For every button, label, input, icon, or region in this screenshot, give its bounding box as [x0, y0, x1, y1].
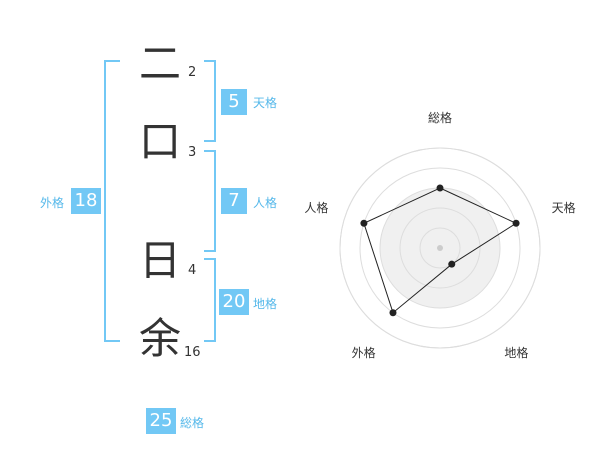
radar-ring-4	[359, 167, 521, 329]
stroke-count-3: 4	[188, 263, 197, 278]
radar-point-5	[360, 219, 368, 227]
radar-axis-label-5: 人格	[304, 200, 328, 215]
chikaku-bracket	[204, 258, 216, 342]
chikaku-label: 地格	[253, 297, 278, 311]
radar-point-3	[448, 260, 456, 268]
soukaku-value: 25	[146, 408, 176, 434]
name-char-1: 二	[138, 39, 181, 88]
radar-point-2	[512, 219, 520, 227]
radar-points	[360, 184, 520, 317]
tenkaku-label: 天格	[253, 96, 278, 110]
radar-point-4	[389, 309, 397, 317]
radar-axis-label-3: 地格	[504, 345, 528, 360]
soukaku-label: 総格	[180, 416, 205, 430]
radar-axis-label-1: 総格	[428, 110, 452, 125]
radar-area	[363, 187, 518, 314]
stroke-count-4: 16	[184, 345, 201, 360]
jinkaku-bracket	[204, 150, 216, 252]
radar-center	[437, 245, 443, 251]
radar-axis-label-4: 外格	[352, 345, 376, 360]
name-char-3: 日	[138, 236, 181, 285]
radar-grid	[339, 147, 541, 349]
tenkaku-value: 5	[221, 89, 247, 115]
gaikaku-value: 18	[71, 188, 101, 214]
radar-ring-2	[399, 207, 481, 289]
gaikaku-label: 外格	[40, 196, 65, 210]
stroke-count-2: 3	[188, 145, 197, 160]
stroke-count-1: 2	[188, 65, 197, 80]
tenkaku-bracket	[204, 60, 216, 142]
radar-point-1	[436, 184, 444, 192]
jinkaku-label: 人格	[253, 196, 278, 210]
radar-ring-1	[419, 227, 461, 269]
gaikaku-bracket	[104, 60, 120, 342]
chikaku-value: 20	[219, 289, 249, 315]
name-char-2: 口	[138, 117, 181, 166]
radar-ring-5	[339, 147, 541, 349]
jinkaku-value: 7	[221, 188, 247, 214]
radar-axis-label-2: 天格	[552, 200, 576, 215]
name-char-4: 余	[138, 314, 181, 363]
